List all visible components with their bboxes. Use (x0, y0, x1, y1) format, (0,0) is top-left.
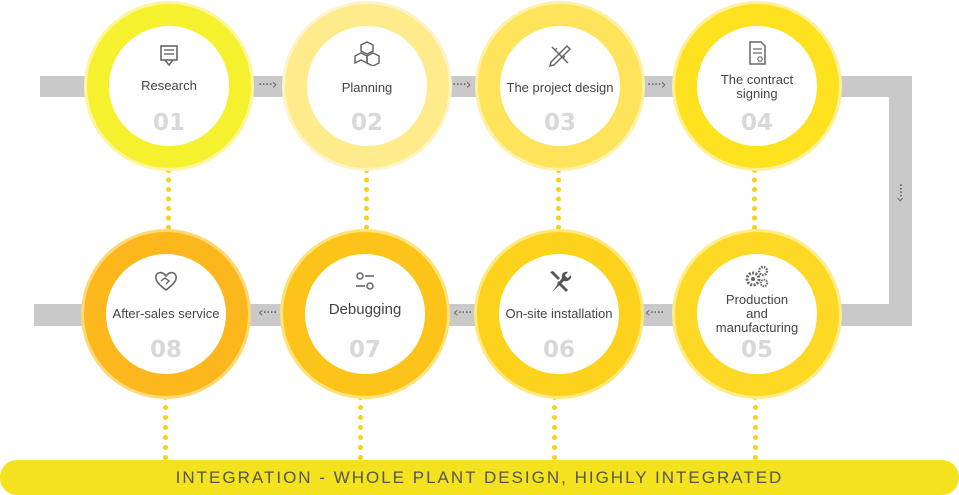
step-planning: Planning 02 (285, 4, 449, 168)
step-number: 05 (740, 337, 773, 363)
arrow-right-icon: ····› (258, 77, 277, 93)
arrow-left-icon: ‹···· (258, 305, 277, 321)
arrow-right-icon: ····› (452, 77, 471, 93)
connector-03-06 (556, 168, 566, 230)
cubes-icon (354, 41, 380, 66)
connector-05-banner (753, 395, 763, 460)
step-label: Research (141, 78, 197, 93)
clipboard-icon (160, 45, 178, 67)
connector-04-05 (752, 168, 762, 230)
integration-banner: INTEGRATION - WHOLE PLANT DESIGN, HIGHLY… (0, 460, 959, 495)
step-onsite-installation: On-site installation 06 (477, 232, 641, 396)
step-number: 01 (152, 110, 185, 136)
step-number: 04 (740, 110, 773, 136)
connector-02-07 (364, 168, 374, 230)
step-number: 07 (348, 337, 381, 363)
connector-07-banner (358, 395, 368, 460)
step-number: 06 (542, 337, 575, 363)
step-label: Production and manufacturing (715, 292, 799, 335)
step-label: On-site installation (505, 306, 613, 321)
right-track (889, 76, 912, 326)
step-debugging: Debugging 07 (283, 232, 447, 396)
arrow-right-icon: ····› (647, 77, 666, 93)
step-label: The project design (506, 80, 614, 95)
gears-icon (745, 265, 769, 288)
pencil-ruler-icon (548, 44, 572, 68)
sliders-icon (356, 272, 374, 290)
step-contract-signing: The contract signing 04 (675, 4, 839, 168)
step-production: Production and manufacturing 05 (675, 232, 839, 396)
connector-06-banner (552, 395, 562, 460)
step-label: Debugging (328, 301, 402, 318)
step-after-sales: After-sales service 08 (84, 232, 248, 396)
connector-08-banner (163, 395, 173, 460)
step-number: 03 (543, 110, 576, 136)
step-research: Research 01 (87, 4, 251, 168)
step-project-design: The project design 03 (478, 4, 642, 168)
wrench-screwdriver-icon (550, 271, 572, 292)
step-number: 02 (350, 110, 383, 136)
arrow-down-icon: ····› (892, 183, 908, 202)
step-label: After-sales service (112, 306, 220, 321)
arrow-left-icon: ‹···· (645, 305, 664, 321)
handshake-heart-icon (155, 271, 177, 292)
connector-01-08 (166, 168, 176, 230)
contract-icon (749, 41, 766, 65)
step-label: Planning (341, 80, 393, 95)
step-label: The contract signing (720, 72, 794, 101)
arrow-left-icon: ‹···· (453, 305, 472, 321)
step-number: 08 (149, 337, 182, 363)
